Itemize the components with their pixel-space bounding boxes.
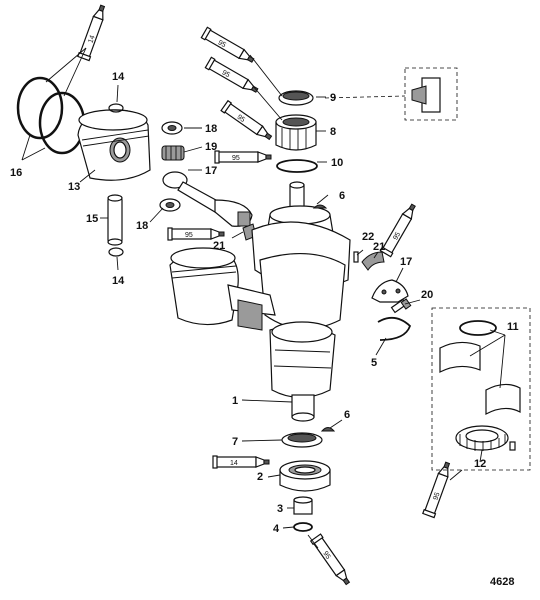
callout-18-bottom: 18 <box>136 220 148 232</box>
lubricant-tube-14-top: 14 <box>77 4 106 62</box>
callout-15: 15 <box>86 213 98 225</box>
callout-10: 10 <box>331 157 343 169</box>
callout-9: 9 <box>330 92 336 104</box>
piston-pin <box>107 194 123 246</box>
pin-clip-top <box>108 103 124 113</box>
callout-21-right: 21 <box>373 241 385 253</box>
callout-13: 13 <box>68 181 80 193</box>
tube-label: 95 <box>236 114 246 124</box>
tube-label: 95 <box>232 155 240 162</box>
tube-label: 95 <box>221 69 231 79</box>
lubricant-tube-95-d: 95 <box>214 150 272 164</box>
thrust-washer-top <box>161 121 183 135</box>
needle-bearing-upper <box>275 114 317 151</box>
tube-label: 14 <box>230 460 238 467</box>
o-ring-lower <box>293 522 313 532</box>
callout-12: 12 <box>474 458 486 470</box>
lubricant-tube-95-e: 95 <box>167 227 225 241</box>
leader-lines <box>21 47 506 549</box>
callout-3: 3 <box>277 503 283 515</box>
callout-21-left: 21 <box>213 240 225 252</box>
callout-17-cap: 17 <box>400 256 412 268</box>
rod-cap <box>371 279 409 303</box>
o-ring-upper <box>276 159 318 173</box>
ball-bearing-lower <box>279 460 331 492</box>
callout-19: 19 <box>205 141 217 153</box>
callout-11: 11 <box>507 321 519 333</box>
oil-seal-upper <box>278 90 314 106</box>
needle-cage-half <box>361 251 385 271</box>
tube-label: 14 <box>87 34 96 44</box>
lubricant-tube-95-f: 95 <box>379 203 416 258</box>
lubricant-tube-95-c: 95 <box>220 99 273 141</box>
alignment-pin <box>353 251 359 263</box>
piston-upper <box>77 109 151 181</box>
crankshaft <box>251 181 351 422</box>
callout-8: 8 <box>330 126 336 138</box>
callout-5: 5 <box>371 357 377 369</box>
tube-label: 95 <box>392 231 402 241</box>
woodruff-key-upper <box>312 204 328 209</box>
callout-17-rod: 17 <box>205 165 217 177</box>
callout-2: 2 <box>257 471 263 483</box>
lubricant-tube-14-bottom: 14 <box>212 455 270 469</box>
roller-cage <box>455 425 509 451</box>
callout-20: 20 <box>421 289 433 301</box>
callout-22: 22 <box>362 231 374 243</box>
woodruff-key-lower <box>320 427 336 432</box>
callout-labels: 1 2 3 4 5 6 6 7 8 9 10 11 12 13 14 14 15… <box>10 71 519 535</box>
callout-14-bottom: 14 <box>112 275 125 287</box>
piston-assembled <box>169 247 276 331</box>
diagram-reference-number: 4628 <box>490 576 514 588</box>
tube-label: 95 <box>217 39 227 49</box>
retaining-ring <box>377 316 412 341</box>
tube-label: 95 <box>185 232 193 239</box>
pin-clip-bottom <box>108 247 124 257</box>
callout-6-upper: 6 <box>339 190 345 202</box>
tube-label: 95 <box>432 491 441 501</box>
callout-4: 4 <box>273 523 280 535</box>
lubricant-tube-95-b: 95 <box>204 56 259 93</box>
callout-14-top: 14 <box>112 71 125 83</box>
connecting-rod <box>162 171 253 227</box>
callout-7: 7 <box>232 436 238 448</box>
needle-bearing-small <box>161 145 185 161</box>
callout-6-lower: 6 <box>344 409 350 421</box>
seal-detail-inset <box>324 67 458 121</box>
lubricant-tube-95-bottom: 95 <box>309 533 351 586</box>
callout-16: 16 <box>10 167 22 179</box>
bearing-kit-inset <box>431 307 531 471</box>
callout-18-top: 18 <box>205 123 217 135</box>
lower-seal <box>281 432 323 448</box>
bushing <box>293 496 313 515</box>
callout-1: 1 <box>232 395 238 407</box>
lubricant-tube-95-a: 95 <box>200 26 255 63</box>
lubricant-tube-95-g: 95 <box>422 461 451 519</box>
thrust-washer-bottom <box>159 198 181 212</box>
tube-label: 95 <box>321 550 331 560</box>
